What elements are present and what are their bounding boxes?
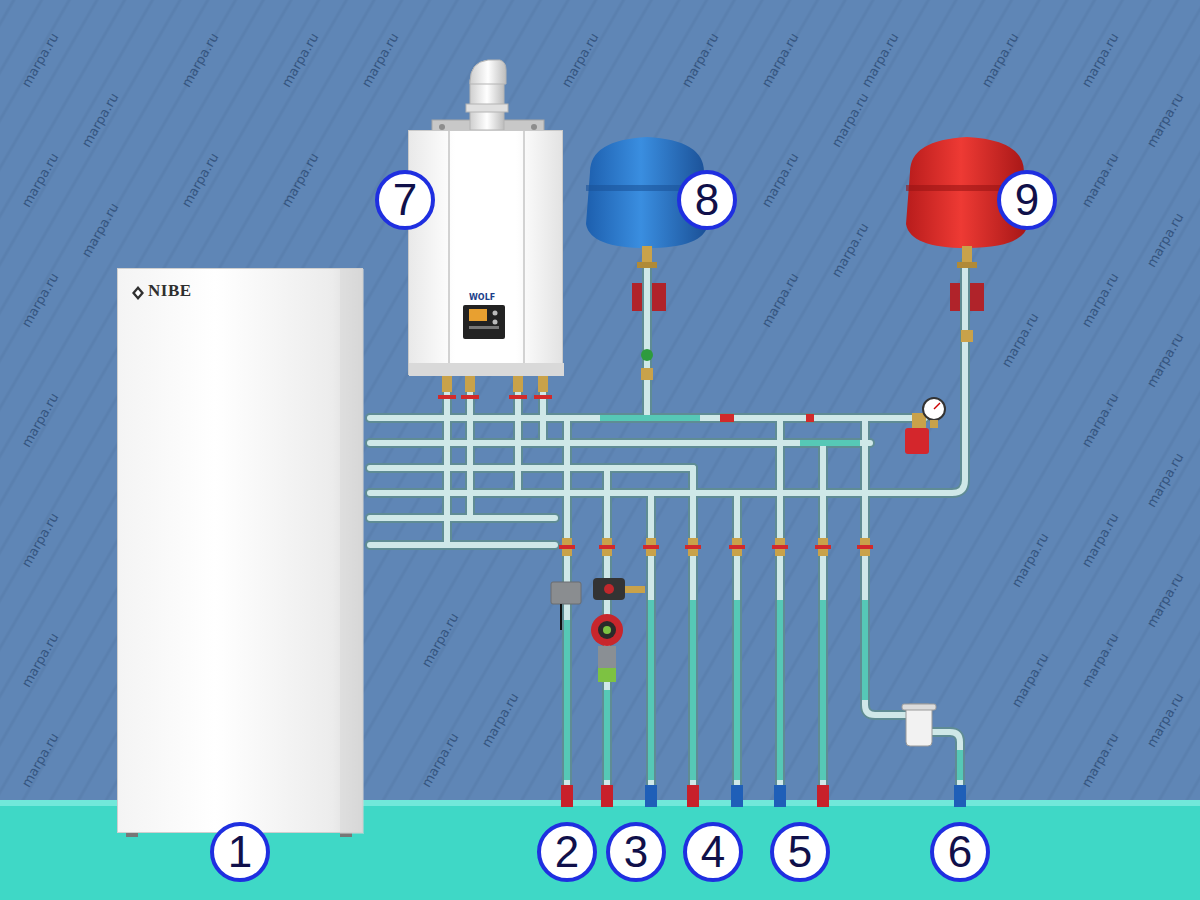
callout-number: 7 xyxy=(375,170,435,230)
callout-number: 8 xyxy=(677,170,737,230)
gas-boiler: WOLF xyxy=(408,130,563,375)
callout-number: 2 xyxy=(537,822,597,882)
callout-number: 6 xyxy=(930,822,990,882)
callout-number: 3 xyxy=(606,822,666,882)
callout-number: 1 xyxy=(210,822,270,882)
callout-number: 4 xyxy=(683,822,743,882)
callout-number: 5 xyxy=(770,822,830,882)
housing-detail xyxy=(118,269,364,834)
housing-detail xyxy=(409,131,564,376)
heat-pump-cabinet: NIBE xyxy=(117,268,363,833)
brand-logo: NIBE xyxy=(148,281,192,301)
brand-logo: WOLF xyxy=(467,293,497,303)
callout-number: 9 xyxy=(997,170,1057,230)
